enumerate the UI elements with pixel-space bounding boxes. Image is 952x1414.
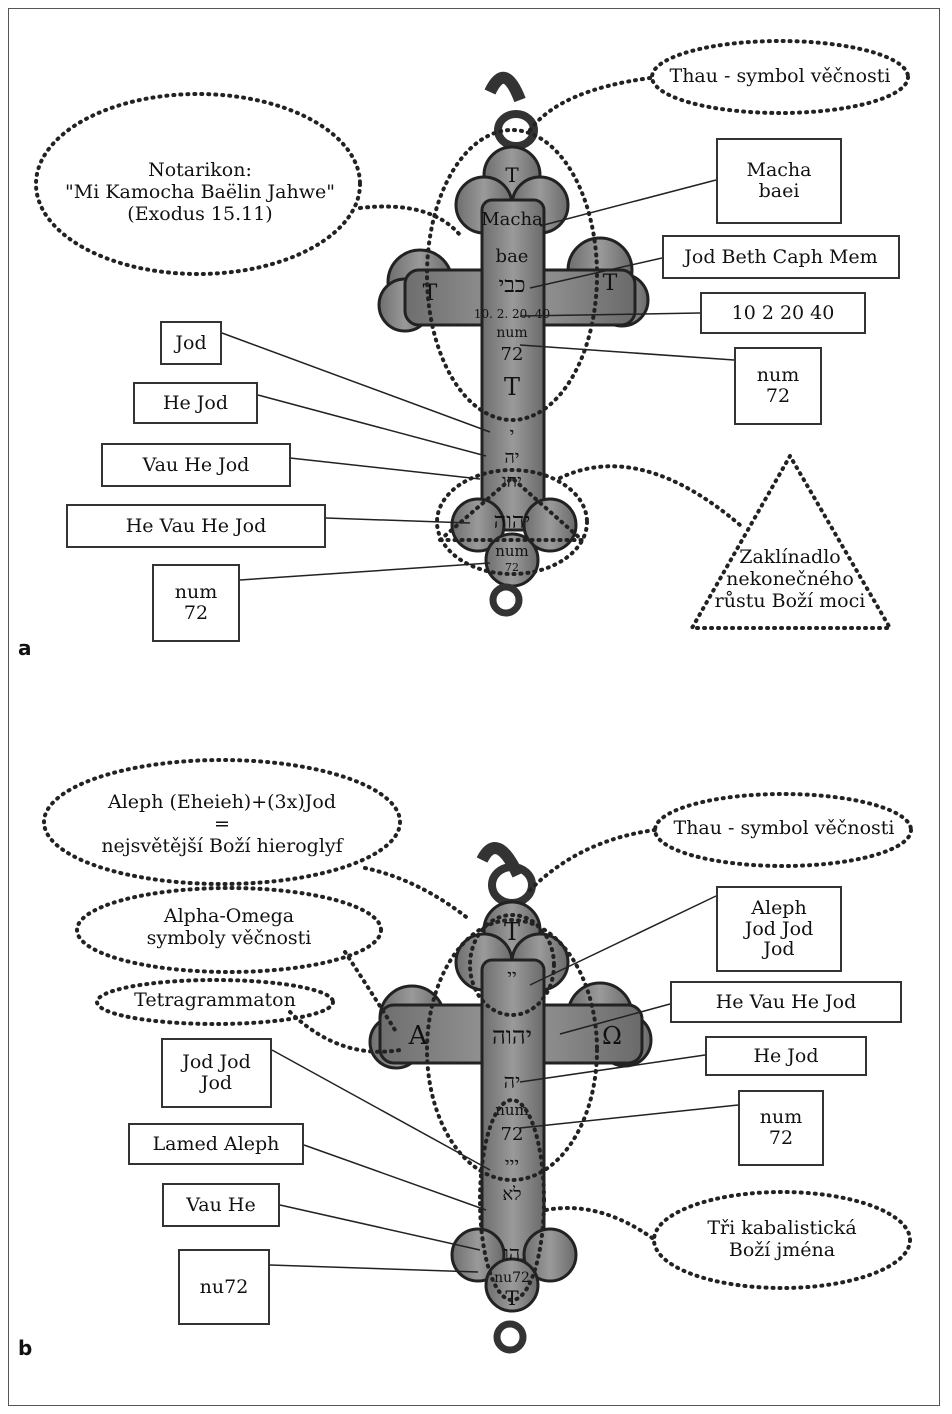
svg-text:כבי: כבי	[498, 273, 525, 298]
svg-text:T: T	[603, 271, 618, 296]
ellipse-aleph-label: Aleph (Eheieh)+(3x)Jod = nejsvětější Bož…	[101, 791, 343, 857]
box-jod: Jod	[160, 321, 222, 365]
box-lamed-aleph: Lamed Aleph	[128, 1123, 304, 1165]
cross-b-inscriptions: T יי A יהוה Ω יה num 72 ייי לא הו nu72 T	[408, 918, 622, 1310]
svg-text:Macha: Macha	[481, 209, 543, 230]
svg-text:יהוה: יהוה	[492, 1022, 532, 1050]
cross-a	[377, 72, 650, 617]
svg-text:T: T	[504, 373, 520, 401]
svg-text:num: num	[496, 325, 527, 341]
svg-text:num: num	[495, 542, 529, 560]
svg-text:יהוה: יהוה	[494, 509, 531, 534]
svg-text:יי: יי	[507, 966, 516, 987]
svg-text:72: 72	[501, 1124, 524, 1145]
box-num72-right-b: num 72	[738, 1090, 824, 1166]
svg-text:יהו: יהו	[502, 471, 522, 492]
ellipse-thau-label-b: Thau - symbol věčnosti	[673, 817, 895, 839]
box-he-vau-he-jod: He Vau He Jod	[66, 504, 326, 548]
box-jod-jod-jod: Jod Jod Jod	[161, 1038, 272, 1108]
cross-a-bottom-loop	[489, 583, 523, 617]
cross-b-bottom-loop	[493, 1320, 527, 1354]
svg-text:bae: bae	[496, 246, 529, 267]
svg-text:A: A	[408, 1021, 429, 1051]
cross-a-inscriptions: T Macha bae T T כבי 10. 2. 20. 40 num 72…	[423, 163, 618, 574]
ellipse-alpha-omega-label: Alpha-Omega symboly věčnosti	[146, 905, 312, 949]
svg-text:לא: לא	[502, 1184, 521, 1205]
cross-a-bail	[484, 72, 526, 103]
svg-text:י: י	[510, 424, 515, 445]
box-he-jod-b: He Jod	[705, 1036, 867, 1076]
box-vau-he-jod: Vau He Jod	[101, 443, 291, 487]
cross-b-thau-glyph: T	[504, 918, 520, 946]
svg-text:ייי: ייי	[505, 1154, 519, 1175]
svg-text:יה: יה	[504, 447, 519, 468]
svg-text:יה: יה	[504, 1069, 521, 1093]
box-macha-baei: Macha baei	[716, 138, 842, 224]
box-vau-he: Vau He	[162, 1183, 280, 1227]
cross-b-leaders	[269, 895, 739, 1273]
ellipse-zaklinadlo-label: Zaklínadlo nekonečného růstu Boží moci	[714, 546, 866, 612]
svg-text:T: T	[423, 281, 438, 306]
ellipse-tri-label: Tři kabalistická Boží jména	[707, 1217, 857, 1261]
box-nu72: nu72	[178, 1249, 270, 1325]
panel-letter-b: b	[18, 1336, 33, 1360]
svg-text:T: T	[505, 1286, 519, 1310]
ellipse-tetragrammaton-label: Tetragrammaton	[134, 989, 296, 1011]
cross-a-leaders	[221, 179, 735, 581]
box-aleph-jod: Aleph Jod Jod Jod	[716, 886, 842, 972]
panel-letter-a: a	[18, 636, 32, 660]
cross-a-dotted	[34, 39, 910, 630]
svg-text:הו: הו	[504, 1241, 521, 1265]
svg-text:72: 72	[501, 344, 524, 365]
ellipse-notarikon-label: Notarikon: "Mi Kamocha Baëlin Jahwe" (Ex…	[65, 159, 335, 225]
box-jod-beth-caph-mem: Jod Beth Caph Mem	[662, 235, 900, 279]
box-he-vau-he-jod-b: He Vau He Jod	[670, 981, 902, 1023]
cross-a-thau-glyph: T	[505, 163, 519, 187]
svg-text:10. 2. 20. 40: 10. 2. 20. 40	[474, 307, 550, 321]
svg-text:nu72: nu72	[494, 1270, 530, 1286]
box-he-jod: He Jod	[133, 382, 258, 424]
cross-b-dotted	[42, 758, 913, 1302]
ellipse-thau-label: Thau - symbol věčnosti	[669, 65, 891, 87]
box-numbers: 10 2 20 40	[700, 292, 866, 334]
svg-text:Ω: Ω	[602, 1022, 622, 1050]
box-num72-right: num 72	[734, 347, 822, 425]
box-num72-left: num 72	[152, 564, 240, 642]
svg-text:72: 72	[505, 561, 519, 574]
